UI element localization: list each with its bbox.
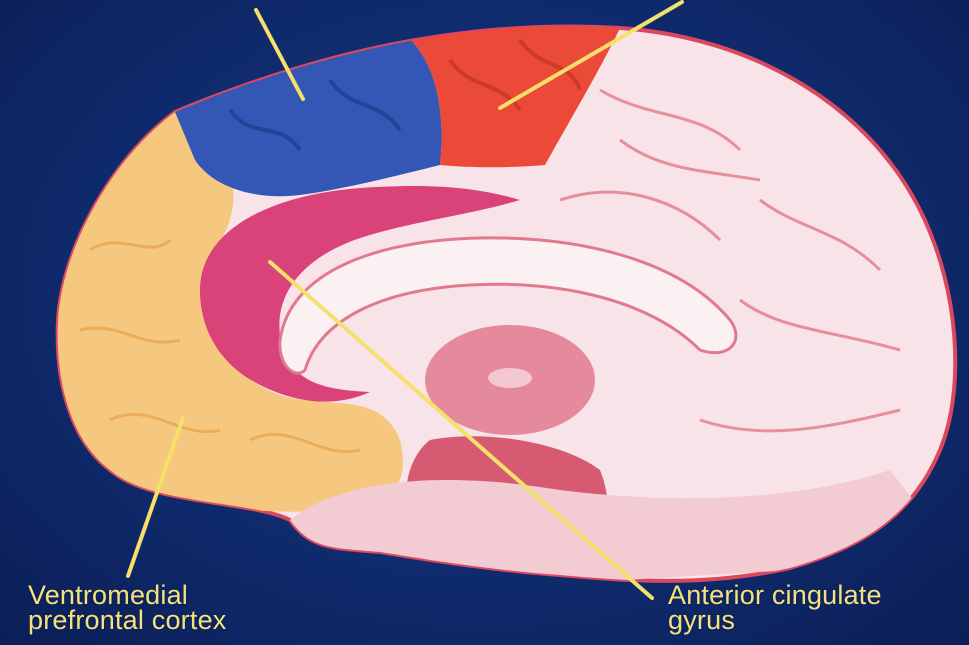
label-acg-line2: gyrus: [668, 608, 882, 633]
midbrain-highlight: [488, 368, 532, 388]
label-ventromedial-prefrontal-cortex: Ventromedial prefrontal cortex: [28, 583, 227, 633]
label-anterior-cingulate-gyrus: Anterior cingulate gyrus: [668, 583, 882, 633]
label-vmpfc-line2: prefrontal cortex: [28, 608, 227, 633]
region-dorsal-blue: [175, 30, 442, 196]
